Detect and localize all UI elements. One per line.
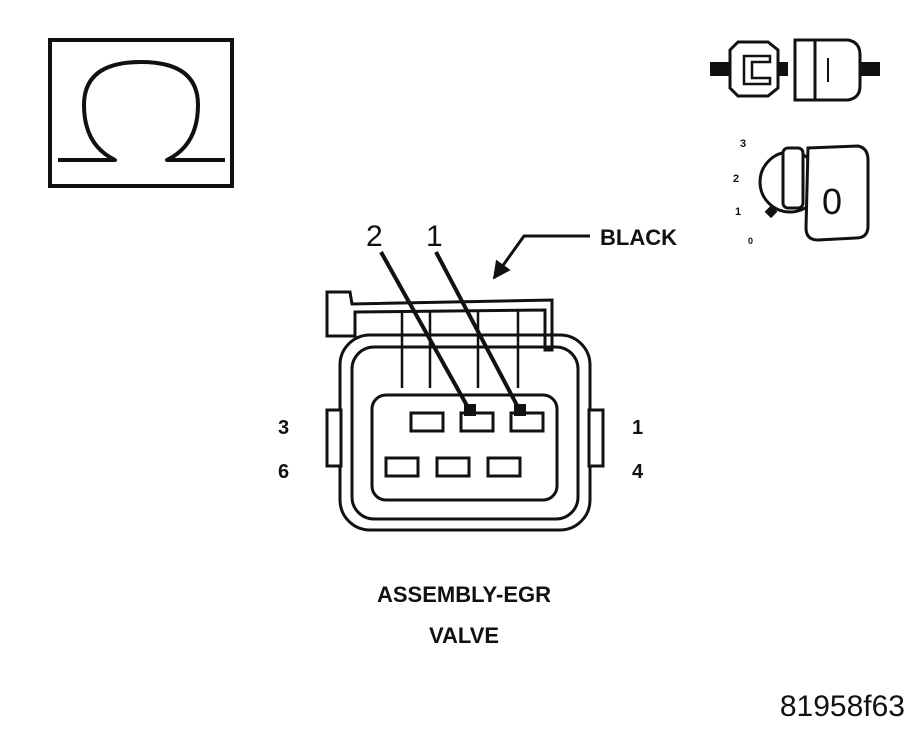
ignition-position-3: 3 (740, 138, 746, 150)
cavity-4 (486, 456, 522, 478)
ignition-key-label: 0 (822, 181, 842, 222)
probe-lead-1: 1 (426, 220, 526, 416)
component-name-line1: ASSEMBLY-EGR (377, 582, 551, 607)
cavity-5 (435, 456, 471, 478)
pin-label-3: 3 (278, 417, 289, 439)
ignition-position-0: 0 (748, 236, 753, 246)
pin-label-6: 6 (278, 461, 289, 483)
cavity-3 (409, 411, 445, 433)
ignition-position-2: 2 (733, 173, 739, 185)
ignition-key-icon: 3 2 1 0 0 (733, 138, 870, 246)
ignition-position-1: 1 (735, 206, 741, 218)
figure-id: 81958f63 (780, 690, 905, 723)
cavity-6 (384, 456, 420, 478)
pin-label-4: 4 (632, 461, 644, 483)
probe-label-1: 1 (426, 220, 443, 253)
cavity-2 (459, 411, 495, 433)
disconnected-connector-icon (710, 38, 880, 102)
connector-color-callout: BLACK (492, 225, 677, 280)
probe-label-2: 2 (366, 220, 383, 253)
ohmmeter-icon (48, 38, 234, 188)
connector-color-label: BLACK (600, 225, 677, 250)
component-name-line2: VALVE (429, 623, 499, 648)
egr-valve-connector (325, 290, 605, 532)
probe-lead-2: 2 (366, 220, 476, 416)
pin-label-1: 1 (632, 417, 643, 439)
cavity-1 (509, 411, 545, 433)
